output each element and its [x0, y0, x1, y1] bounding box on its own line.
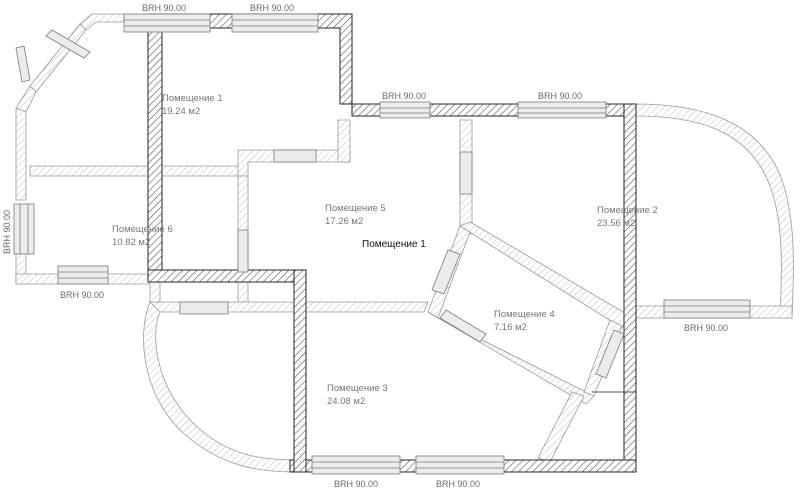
window-upper-right[interactable]	[517, 101, 607, 119]
room-2-name: Помещение 2	[597, 205, 658, 216]
window-label-vertical: BRH 90.00	[2, 210, 12, 254]
room-5-name: Помещение 5	[325, 203, 386, 214]
wall-right-arc	[635, 103, 794, 319]
selected-room-label: Помещение 1	[362, 239, 426, 250]
room-1-name: Помещение 1	[162, 93, 223, 104]
window-right[interactable]	[663, 299, 751, 319]
window-label: BRH 90.00	[538, 91, 582, 101]
door-interior-1[interactable]	[273, 149, 317, 163]
window-bottom-2[interactable]	[415, 455, 505, 475]
wall-sel-right	[623, 103, 637, 473]
windows	[13, 13, 751, 475]
window-bottom-1[interactable]	[311, 455, 401, 475]
room-1-area: 19.24 м2	[162, 106, 200, 117]
door-interior-4[interactable]	[179, 301, 229, 315]
window-label: BRH 90.00	[334, 479, 378, 489]
window-label: BRH 90.00	[382, 91, 426, 101]
room-4-area: 7.16 м2	[494, 322, 527, 333]
window-top-2[interactable]	[231, 13, 319, 33]
wall-sel-inner-v	[293, 269, 307, 473]
window-bottom-left[interactable]	[57, 265, 109, 285]
bay-window-diag[interactable]	[45, 29, 91, 59]
wall-top-left-bay	[79, 13, 125, 31]
room-3-name: Помещение 3	[327, 383, 388, 394]
door-interior-3[interactable]	[237, 229, 249, 273]
room-6-area: 10.82 м2	[112, 237, 150, 248]
room-3-area: 24.08 м2	[327, 396, 365, 407]
window-label: BRH 90.00	[60, 290, 104, 300]
wall-left-outer	[15, 107, 27, 201]
window-top-1[interactable]	[123, 13, 211, 33]
door-room4-left[interactable]	[431, 249, 461, 295]
wall-interior-v-top	[337, 119, 351, 163]
bay-window-small[interactable]	[15, 45, 31, 83]
door-room4-right[interactable]	[595, 329, 625, 379]
window-label: BRH 90.00	[142, 3, 186, 13]
wall-interior-h2	[159, 165, 245, 177]
wall-interior-h1	[29, 165, 151, 177]
window-label: BRH 90.00	[684, 323, 728, 333]
window-label: BRH 90.00	[250, 3, 294, 13]
window-upper-mid[interactable]	[379, 101, 431, 119]
wall-bottom-left-arc	[143, 301, 297, 473]
window-left[interactable]	[13, 203, 35, 255]
room-6-name: Помещение 6	[112, 224, 173, 235]
room-4-name: Помещение 4	[494, 309, 555, 320]
wall-bay-left-upper	[15, 85, 37, 113]
door-room4-bottom[interactable]	[439, 309, 487, 343]
wall-sel-inner-h	[147, 269, 307, 283]
window-label: BRH 90.00	[436, 479, 480, 489]
room-labels: Помещение 1 19.24 м2 Помещение 2 23.56 м…	[112, 93, 658, 407]
wall-room4-diag-down	[537, 391, 585, 463]
room-2-area: 23.56 м2	[597, 218, 635, 229]
door-interior-2[interactable]	[459, 151, 473, 195]
window-labels: BRH 90.00 BRH 90.00 BRH 90.00 BRH 90.00 …	[2, 3, 728, 489]
room-5-area: 17.26 м2	[325, 216, 363, 227]
